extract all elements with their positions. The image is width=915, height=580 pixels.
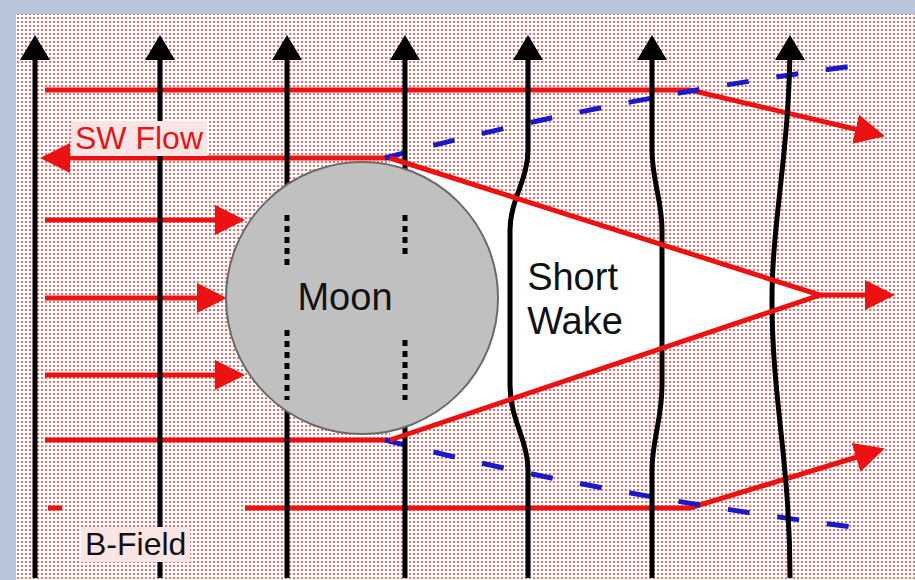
field-label-holder: B-Field <box>81 527 190 562</box>
wake-triangle-outline <box>390 158 820 440</box>
plasma-ground <box>16 14 915 580</box>
field-label: B-Field <box>81 527 190 562</box>
field-lines-through-moon <box>287 215 405 400</box>
moon-circle: Moon <box>225 161 499 435</box>
flow-label: SW Flow <box>71 121 207 156</box>
moon-body <box>226 162 498 434</box>
flow-label-holder: SW Flow <box>71 121 207 156</box>
solar-wind-arrows <box>45 90 890 508</box>
magnetic-field-lines <box>35 40 790 578</box>
moon-circle-outline <box>226 162 498 434</box>
node-text: Short Wake <box>527 256 623 343</box>
node-text: Moon <box>297 276 392 320</box>
